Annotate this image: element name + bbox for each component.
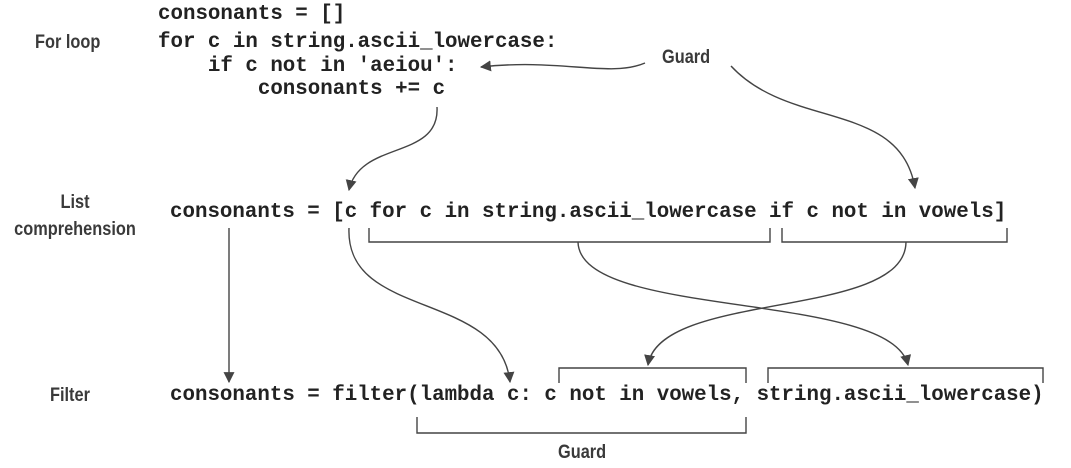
- for-loop-line-1: consonants = []: [158, 3, 346, 26]
- label-guard-bottom: Guard: [558, 442, 607, 463]
- arrow-condition-to-lambda: [644, 241, 907, 367]
- bracket-list-condition: [781, 228, 1008, 243]
- bracket-filter-lambda-top: [558, 367, 747, 383]
- label-list: List: [60, 192, 90, 213]
- bracket-list-iterable: [368, 228, 771, 243]
- for-loop-line-4: consonants += c: [158, 78, 446, 101]
- arrow-guard-to-list-if: [730, 65, 919, 190]
- list-comprehension-code: consonants = [c for c in string.ascii_lo…: [170, 201, 1007, 224]
- label-for-loop: For loop: [35, 32, 101, 53]
- bracket-filter-iterable-top: [767, 367, 1044, 383]
- label-filter: Filter: [50, 385, 90, 406]
- bracket-filter-guard-bottom: [416, 417, 747, 434]
- arrow-for-c-to-list-c: [345, 106, 438, 192]
- label-comprehension: comprehension: [14, 219, 136, 240]
- for-loop-line-3: if c not in 'aeiou':: [158, 55, 458, 78]
- filter-code: consonants = filter(lambda c: c not in v…: [170, 384, 1044, 407]
- for-loop-line-2: for c in string.ascii_lowercase:: [158, 31, 558, 54]
- arrow-list-c-to-lambda-c: [348, 227, 515, 384]
- label-guard-top: Guard: [662, 47, 711, 68]
- arrow-guard-to-for-if: [479, 60, 646, 72]
- arrow-iterable-to-filter-arg: [577, 241, 911, 367]
